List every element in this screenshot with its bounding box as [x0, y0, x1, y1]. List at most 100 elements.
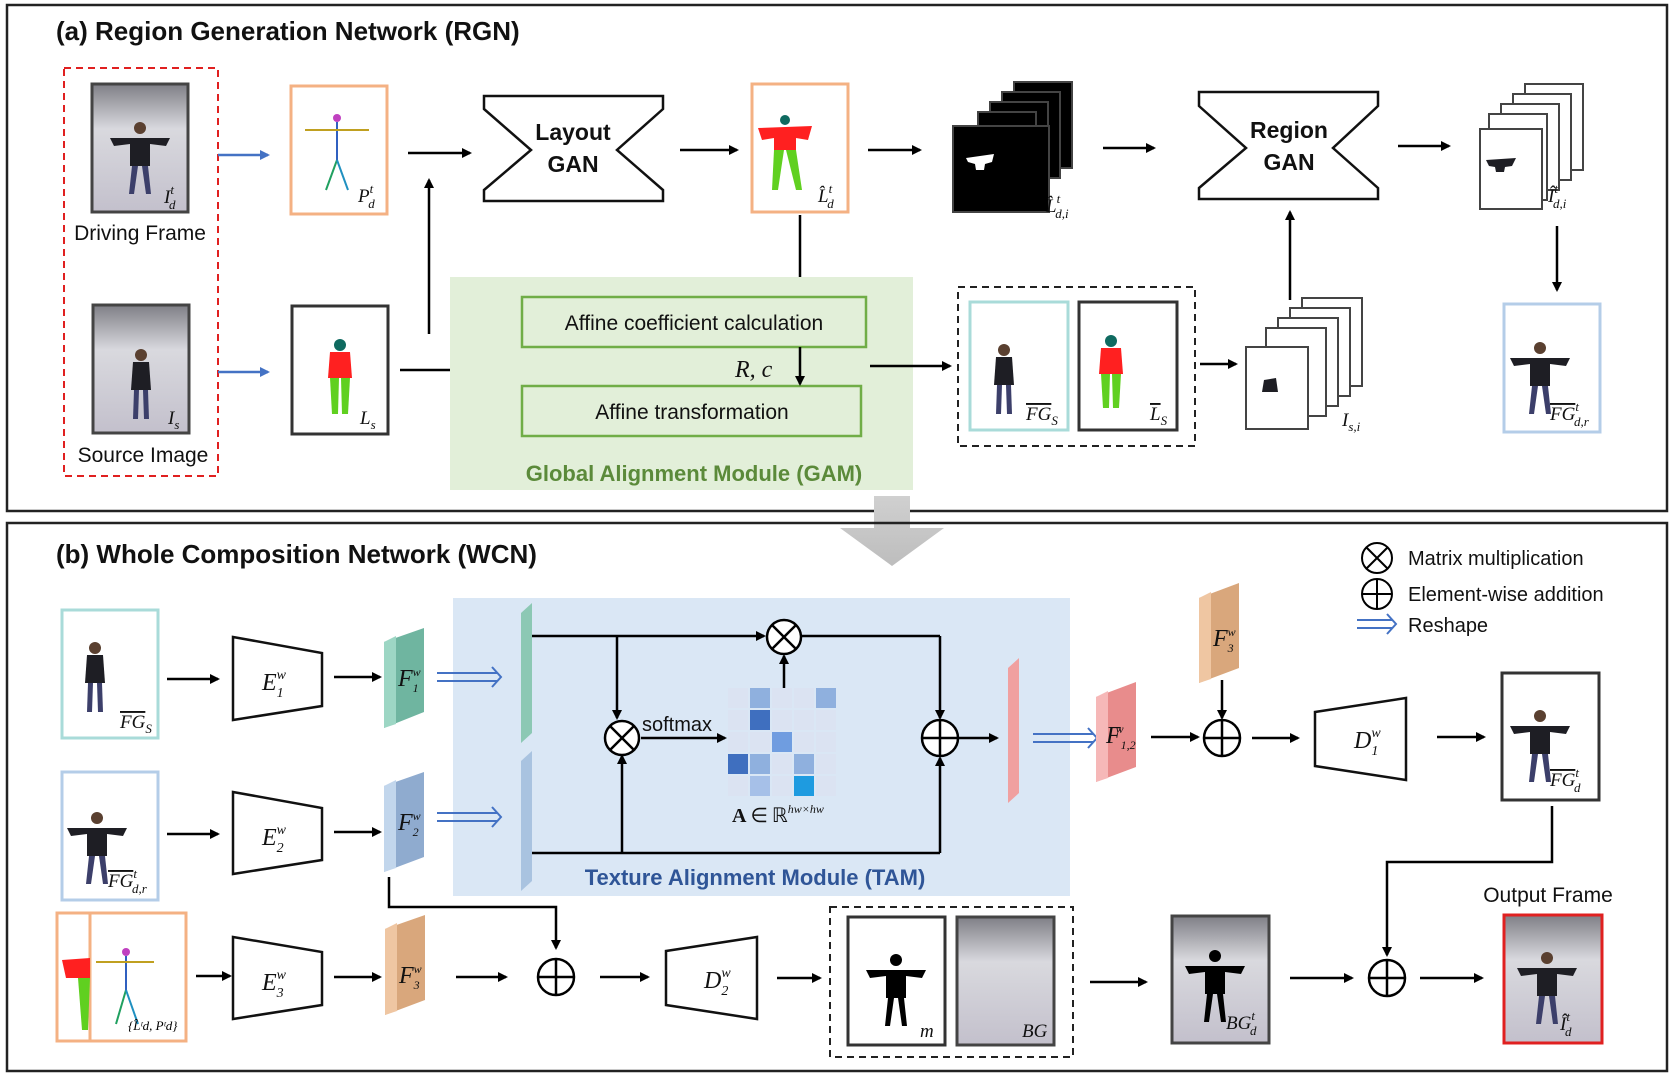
region-gan-block — [1197, 90, 1380, 201]
reshape-arrow-f2 — [437, 806, 503, 828]
attention-cell — [728, 732, 748, 752]
attention-cell — [816, 710, 836, 730]
feature-f3-bottom-label: F3w — [398, 962, 422, 992]
section-b-frame — [5, 521, 1669, 1073]
reshaped-f2-vector — [521, 751, 532, 891]
attention-cell — [750, 688, 770, 708]
attention-cell — [772, 732, 792, 752]
legend: Matrix multiplication Element-wise addit… — [1357, 542, 1604, 637]
source-regions-label: Is,i — [1341, 410, 1361, 434]
output-caption: Output Frame — [1483, 884, 1613, 907]
mask-image — [846, 915, 947, 1047]
encoder-2-label: E2w — [261, 823, 287, 856]
left-matmul-operator — [603, 719, 641, 757]
affine-coef-box — [520, 295, 868, 349]
attention-cell — [772, 688, 792, 708]
driving-frame-image — [90, 82, 190, 214]
attention-cell — [728, 688, 748, 708]
wcn-input-layout-pose-label: {L̂ᵗd, Pᵗd} — [128, 1018, 178, 1033]
dec1-add-operator — [1202, 718, 1242, 758]
attention-equation: A∈ℝhw×hw — [732, 802, 824, 827]
source-regions-stack — [1245, 297, 1363, 430]
affine-trans-box — [520, 384, 863, 438]
layout-gan-label-2: GAN — [547, 151, 598, 177]
encoder-1-label: E1w — [261, 668, 287, 701]
source-layout-image — [290, 304, 390, 436]
feature-f1-label: F1w — [397, 665, 421, 695]
attention-cell — [772, 710, 792, 730]
legend-add-text: Element-wise addition — [1408, 584, 1604, 606]
layout-gan-block — [482, 94, 665, 203]
wcn-input-fg-label: FGS — [119, 712, 152, 736]
aligned-layout-image — [1077, 300, 1179, 432]
fg-region-image — [1502, 302, 1602, 434]
background-label: BG — [1022, 1021, 1048, 1042]
feature-f2 — [384, 772, 424, 872]
section-a-frame — [5, 3, 1669, 513]
wcn-input-fg — [60, 608, 160, 740]
gam-params-label: R, c — [734, 357, 773, 383]
aligned-fg-image — [968, 300, 1070, 432]
attention-cell — [728, 710, 748, 730]
pose-image — [289, 84, 389, 216]
attention-cell — [750, 732, 770, 752]
decoder-1-label: D1w — [1353, 726, 1381, 759]
attention-cell — [728, 776, 748, 796]
feature-f3-top — [1199, 583, 1239, 683]
decoder-2-label: D2w — [703, 966, 731, 999]
aligned-group-dashed — [957, 286, 1196, 447]
reshape-arrow-f1 — [437, 666, 503, 688]
decoder-1 — [1313, 696, 1408, 782]
legend-reshape-text: Reshape — [1408, 615, 1488, 637]
tam-title: Texture Alignment Module (TAM) — [585, 865, 926, 890]
source-layout-label: Ls — [359, 408, 376, 432]
feature-f3-top-label: F3w — [1212, 625, 1236, 655]
layout-gan-label-1: Layout — [535, 119, 611, 145]
gam-module-bg — [450, 277, 913, 490]
attention-cell — [772, 776, 792, 796]
attention-matrix — [728, 688, 836, 796]
affine-trans-label: Affine transformation — [595, 401, 788, 424]
mask-bg-dashed-group — [829, 906, 1074, 1058]
attention-cell — [816, 732, 836, 752]
generated-regions-stack — [1479, 83, 1584, 210]
attention-cell — [794, 776, 814, 796]
gam-title: Global Alignment Module (GAM) — [526, 461, 863, 486]
output-frame-image — [1502, 913, 1604, 1045]
decoder-2 — [664, 935, 759, 1021]
affine-coef-label: Affine coefficient calculation — [565, 312, 823, 335]
source-image — [91, 303, 191, 435]
predicted-layout-image — [750, 82, 850, 214]
feature-f2-label: F2w — [397, 809, 421, 839]
feature-f12 — [1096, 682, 1136, 782]
wcn-input-layout-pose — [55, 911, 188, 1043]
reshaped-f1-vector — [521, 603, 532, 743]
softmax-label: softmax — [642, 714, 712, 736]
driving-frame-caption: Driving Frame — [74, 222, 206, 245]
background-image — [955, 915, 1056, 1047]
attention-cell — [794, 710, 814, 730]
encoder-3-label: E3w — [261, 968, 287, 1001]
wcn-input-fgr — [60, 770, 160, 902]
attention-cell — [772, 754, 792, 774]
attention-cell — [794, 688, 814, 708]
attention-cell — [750, 776, 770, 796]
top-matmul-operator — [765, 618, 803, 656]
attention-cell — [794, 732, 814, 752]
dec2-add-operator — [536, 957, 576, 997]
final-add-operator — [1367, 958, 1407, 998]
bg-composite-image — [1170, 914, 1271, 1045]
legend-matmul-text: Matrix multiplication — [1408, 548, 1584, 570]
fused-feature-vector — [1008, 658, 1019, 803]
mask-label: m — [920, 1021, 934, 1042]
